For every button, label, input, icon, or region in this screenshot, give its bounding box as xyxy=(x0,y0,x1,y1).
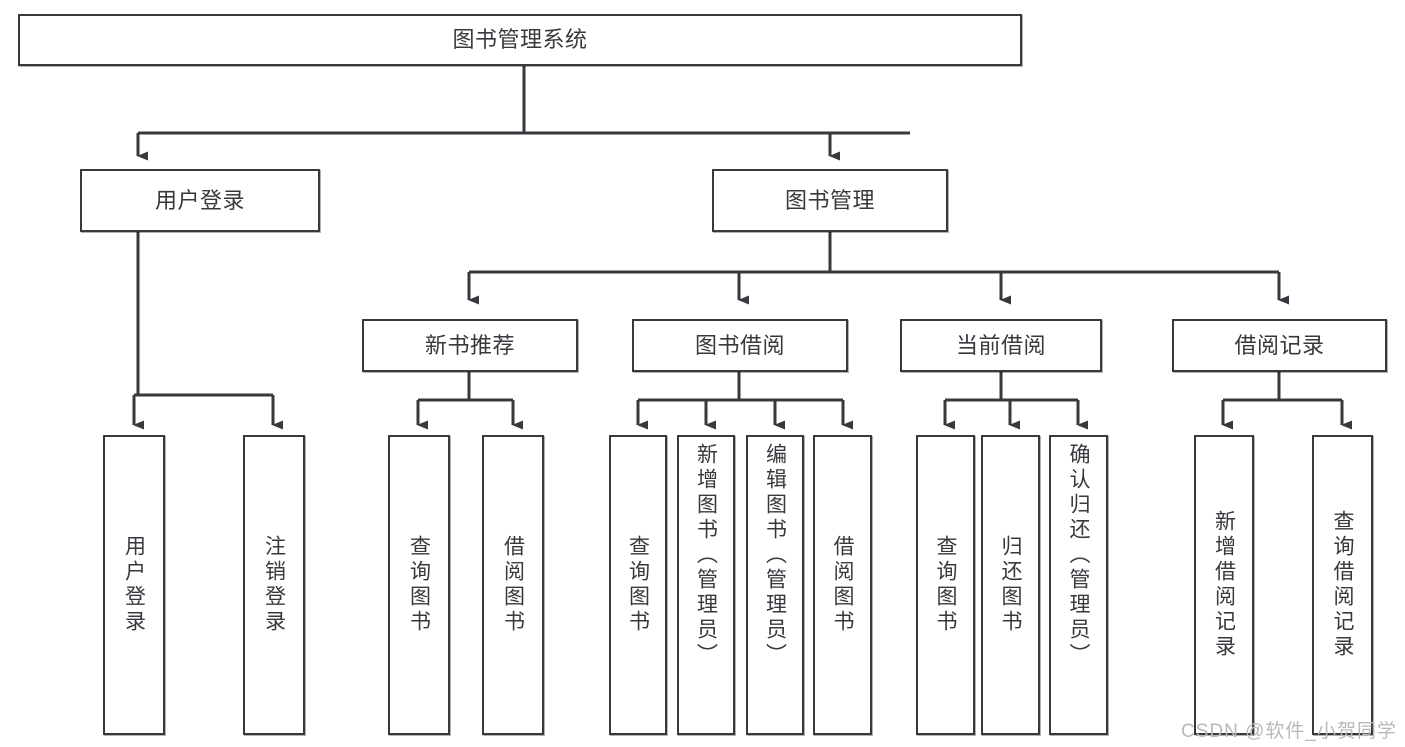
node-new-book-recommend-label: 新书推荐 xyxy=(424,332,515,358)
leaf-book-borrow-borrow-label: 借阅图书 xyxy=(831,535,854,635)
leaf-current-borrow-query[interactable]: 查询图书 xyxy=(916,435,975,735)
node-current-borrow[interactable]: 当前借阅 xyxy=(900,319,1102,372)
leaf-new-book-borrow-label: 借阅图书 xyxy=(501,535,525,635)
leaf-book-borrow-query[interactable]: 查询图书 xyxy=(609,435,667,735)
leaf-borrow-record-query[interactable]: 查询借阅记录 xyxy=(1312,435,1373,735)
leaf-book-borrow-query-label: 查询图书 xyxy=(626,535,650,635)
leaf-borrow-record-query-label: 查询借阅记录 xyxy=(1331,510,1354,660)
node-book-borrow-label: 图书借阅 xyxy=(694,332,785,358)
node-user-login[interactable]: 用户登录 xyxy=(80,169,320,232)
watermark: CSDN @软件_小贺同学 xyxy=(1181,721,1397,742)
node-current-borrow-label: 当前借阅 xyxy=(955,332,1046,358)
leaf-user-login-login[interactable]: 用户登录 xyxy=(103,435,165,735)
node-user-login-label: 用户登录 xyxy=(154,187,245,213)
leaf-new-book-query[interactable]: 查询图书 xyxy=(388,435,450,735)
node-book-manage-label: 图书管理 xyxy=(784,187,875,213)
leaf-user-login-logout[interactable]: 注销登录 xyxy=(243,435,305,735)
leaf-user-login-logout-label: 注销登录 xyxy=(262,535,286,635)
leaf-current-borrow-return[interactable]: 归还图书 xyxy=(981,435,1040,735)
leaf-book-borrow-borrow[interactable]: 借阅图书 xyxy=(813,435,872,735)
leaf-current-borrow-query-label: 查询图书 xyxy=(934,535,957,635)
node-root-label: 图书管理系统 xyxy=(452,27,588,53)
node-borrow-record-label: 借阅记录 xyxy=(1234,332,1325,358)
leaf-new-book-borrow[interactable]: 借阅图书 xyxy=(482,435,544,735)
leaf-user-login-login-label: 用户登录 xyxy=(122,535,146,635)
node-book-borrow[interactable]: 图书借阅 xyxy=(632,319,848,372)
node-borrow-record[interactable]: 借阅记录 xyxy=(1172,319,1387,372)
leaf-new-book-query-label: 查询图书 xyxy=(407,535,431,635)
leaf-book-borrow-add[interactable]: 新增图书（管理员） xyxy=(677,435,735,735)
leaf-current-borrow-return-label: 归还图书 xyxy=(999,535,1022,635)
leaf-current-borrow-confirm[interactable]: 确认归还（管理员） xyxy=(1049,435,1108,735)
node-root[interactable]: 图书管理系统 xyxy=(18,14,1022,66)
leaf-borrow-record-add-label: 新增借阅记录 xyxy=(1212,510,1236,660)
node-new-book-recommend[interactable]: 新书推荐 xyxy=(362,319,578,372)
leaf-current-borrow-confirm-label: 确认归还（管理员） xyxy=(1067,443,1090,668)
leaf-book-borrow-add-label: 新增图书（管理员） xyxy=(694,443,718,668)
leaf-book-borrow-edit-label: 编辑图书（管理员） xyxy=(763,443,787,668)
leaf-book-borrow-edit[interactable]: 编辑图书（管理员） xyxy=(746,435,804,735)
node-book-manage[interactable]: 图书管理 xyxy=(712,169,948,232)
leaf-borrow-record-add[interactable]: 新增借阅记录 xyxy=(1194,435,1254,735)
